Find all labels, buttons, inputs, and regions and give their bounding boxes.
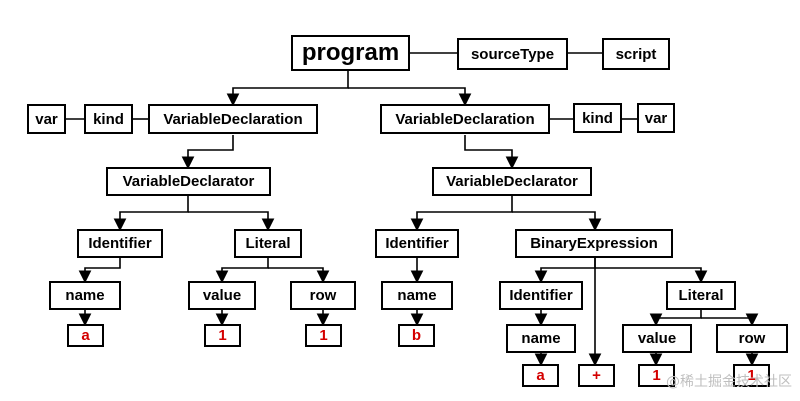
node-val-a: a (67, 324, 104, 347)
node-val-a-binary: a (522, 364, 559, 387)
node-row-left: row (290, 281, 356, 310)
node-variable-declaration-right: VariableDeclaration (380, 104, 550, 134)
node-kind-left: kind (84, 104, 133, 134)
node-literal-left: Literal (234, 229, 302, 258)
node-variable-declarator-left: VariableDeclarator (106, 167, 271, 196)
node-name-binary: name (506, 324, 576, 353)
node-row-binary: row (716, 324, 788, 353)
node-name-a: name (49, 281, 121, 310)
node-identifier-b: Identifier (375, 229, 459, 258)
node-identifier-binary: Identifier (499, 281, 583, 310)
node-value-binary: value (622, 324, 692, 353)
node-val-1-row: 1 (305, 324, 342, 347)
watermark: @稀土掘金技术社区 (666, 374, 792, 390)
node-identifier-a: Identifier (77, 229, 163, 258)
node-var-left: var (27, 104, 66, 134)
node-val-1-binary: 1 (638, 364, 675, 387)
node-name-b: name (381, 281, 453, 310)
node-kind-right: kind (573, 103, 622, 133)
node-variable-declaration-left: VariableDeclaration (148, 104, 318, 134)
node-variable-declarator-right: VariableDeclarator (432, 167, 592, 196)
node-val-1-binary-row: 1 (733, 364, 770, 387)
node-script: script (602, 38, 670, 70)
node-literal-binary: Literal (666, 281, 736, 310)
node-value-left: value (188, 281, 256, 310)
node-val-1-left: 1 (204, 324, 241, 347)
node-var-right: var (637, 103, 675, 133)
node-program: program (291, 35, 410, 71)
node-val-b: b (398, 324, 435, 347)
node-op-plus: + (578, 364, 615, 387)
node-sourcetype: sourceType (457, 38, 568, 70)
node-binary-expression: BinaryExpression (515, 229, 673, 258)
